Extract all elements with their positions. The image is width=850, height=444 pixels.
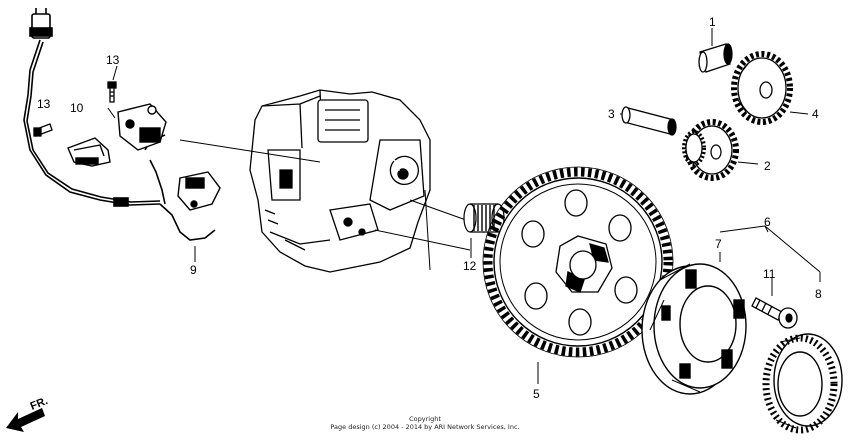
callout-7: 7 <box>715 237 722 251</box>
callout-13-left: 13 <box>37 97 51 111</box>
callout-6: 6 <box>764 215 771 229</box>
one-way-clutch-part-8 <box>762 333 843 434</box>
front-label: FR. <box>29 395 50 413</box>
shaft-part-3 <box>621 106 677 136</box>
callout-11: 11 <box>763 267 776 281</box>
starter-clutch-outer-part-7 <box>641 263 747 395</box>
callout-13-upper: 13 <box>106 53 120 67</box>
sensor-bracket <box>117 103 167 151</box>
socket-bolt-part-11 <box>751 297 798 329</box>
starter-driven-gear-part-5 <box>482 166 674 358</box>
front-direction-arrow-icon <box>6 408 45 432</box>
callout-12: 12 <box>463 259 477 273</box>
callout-3: 3 <box>608 107 615 121</box>
callout-4: 4 <box>812 107 819 121</box>
callout-10: 10 <box>70 101 84 115</box>
pulse-generator-part-10 <box>67 137 111 167</box>
callout-8: 8 <box>815 287 822 301</box>
reduction-gear-part-2 <box>682 119 739 181</box>
callout-labels: 1 2 3 4 5 6 7 8 9 10 11 12 13 13 <box>37 15 822 401</box>
callout-5: 5 <box>533 387 540 401</box>
copyright-text: Page design (c) 2004 - 2014 by ARI Netwo… <box>330 423 520 431</box>
engine-block <box>249 89 431 273</box>
bolt-13-left <box>33 123 53 137</box>
copyright-block: Copyright Page design (c) 2004 - 2014 by… <box>0 415 850 431</box>
callout-9: 9 <box>190 263 197 277</box>
copyright-title: Copyright <box>409 415 441 423</box>
idle-gear-part-4 <box>731 51 793 125</box>
leader-lines <box>107 28 821 384</box>
needle-bearing-part-12 <box>463 203 505 233</box>
callout-1: 1 <box>709 15 716 29</box>
wire-connector <box>29 8 129 207</box>
bolt-13-upper <box>107 81 117 103</box>
callout-2: 2 <box>764 159 771 173</box>
sensor-part-9 <box>177 171 221 211</box>
wire-harness <box>23 39 216 241</box>
shaft-part-1 <box>698 43 733 73</box>
